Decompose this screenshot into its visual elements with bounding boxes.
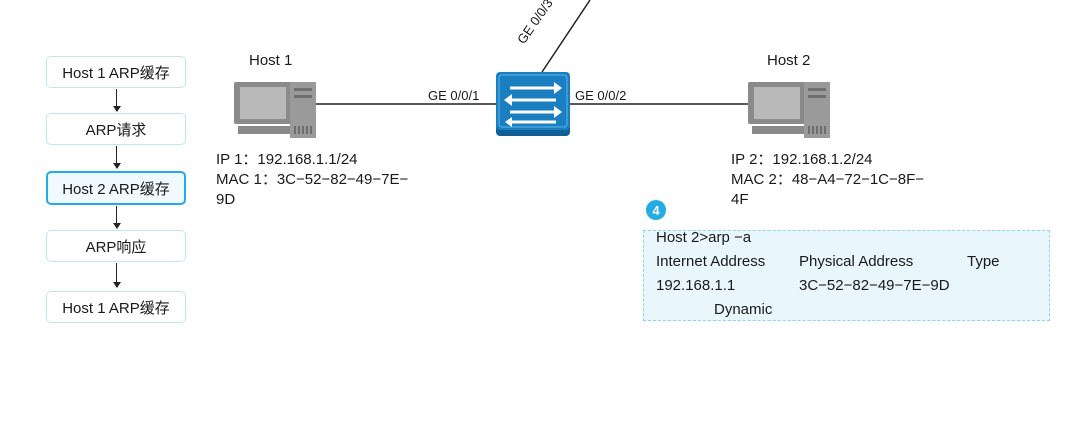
flow-step-arp-request: ARP请求 (46, 113, 186, 145)
step-number-badge: 4 (646, 200, 666, 220)
flow-step-arp-reply: ARP响应 (46, 230, 186, 262)
arp-entry-type: Dynamic (714, 301, 773, 318)
link-switch-uplink (541, 0, 591, 73)
flow-arrow (112, 263, 121, 288)
computer-icon-host1 (234, 82, 316, 138)
flow-step-host2-cache: Host 2 ARP缓存 (46, 171, 186, 205)
flow-step-host1-cache-final: Host 1 ARP缓存 (46, 291, 186, 323)
host2-mac: MAC 2：48−A4−72−1C−8F− (731, 171, 925, 188)
switch-icon (496, 72, 570, 136)
host1-mac: MAC 1：3C−52−82−49−7E− (216, 171, 409, 188)
host2-ip: IP 2：192.168.1.2/24 (731, 151, 873, 168)
flow-step-host1-cache: Host 1 ARP缓存 (46, 56, 186, 88)
host2-address-info: IP 2：192.168.1.2/24 MAC 2：48−A4−72−1C−8F… (731, 150, 924, 210)
host2-mac-continued: 4F (731, 191, 749, 208)
port-label-ge001: GE 0/0/1 (428, 88, 480, 103)
arp-entry-ip: 192.168.1.1 (656, 277, 736, 294)
flow-step-label: Host 1 ARP缓存 (62, 299, 170, 317)
flow-arrow (112, 146, 121, 169)
host1-mac-continued: 9D (216, 191, 236, 208)
host2-name: Host 2 (767, 52, 811, 69)
host1-ip: IP 1：192.168.1.1/24 (216, 151, 358, 168)
arp-header-physical-address: Physical Address (799, 253, 914, 270)
arp-table-panel: Host 2>arp −a Internet Address Physical … (643, 229, 1050, 321)
flow-step-label: ARP请求 (85, 121, 147, 139)
flow-step-label: ARP响应 (85, 238, 147, 256)
flow-step-label: Host 2 ARP缓存 (62, 180, 170, 198)
host1-address-info: IP 1：192.168.1.1/24 MAC 1：3C−52−82−49−7E… (216, 150, 408, 210)
arp-header-type: Type (967, 253, 1000, 270)
computer-icon-host2 (748, 82, 830, 138)
flow-step-label: Host 1 ARP缓存 (62, 64, 170, 82)
arp-entry-mac: 3C−52−82−49−7E−9D (799, 277, 950, 294)
port-label-ge002: GE 0/0/2 (575, 88, 627, 103)
flow-arrow (112, 206, 121, 229)
arp-header-internet-address: Internet Address (656, 253, 766, 270)
flow-arrow (112, 89, 121, 112)
host1-name: Host 1 (249, 52, 293, 69)
arp-command: Host 2>arp −a (656, 229, 752, 246)
